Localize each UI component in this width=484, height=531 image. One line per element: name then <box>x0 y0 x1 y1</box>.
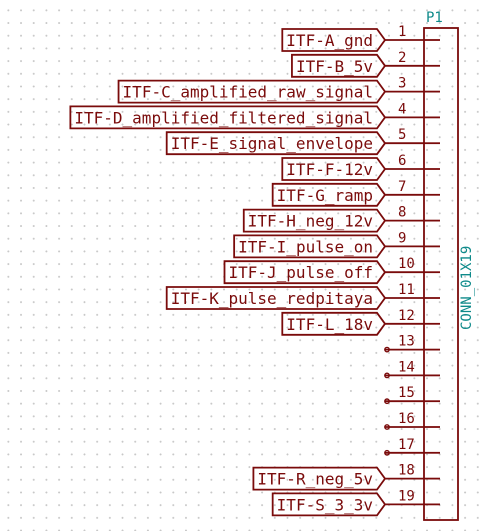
pin-11[interactable]: 11 ITF-K_pulse_redpitaya <box>165 282 440 310</box>
unconnected-pin-marker <box>384 424 390 430</box>
net-label[interactable]: ITF-S_3_3v <box>271 492 387 517</box>
net-label-text: ITF-C_amplified_raw_signal <box>123 83 373 102</box>
pin-number: 1 <box>398 24 406 40</box>
net-label-text: ITF-I_pulse_on <box>238 237 373 256</box>
pin-18[interactable]: 18 ITF-R_neg_5v <box>252 463 440 491</box>
pin-number: 14 <box>398 359 415 375</box>
net-label-outline <box>69 105 387 130</box>
connector-value[interactable]: CONN_01X19 <box>459 246 475 330</box>
net-label-text: ITF-B_5v <box>296 57 373 76</box>
net-label[interactable]: ITF-A_gnd <box>281 28 387 52</box>
net-label-text: ITF-D_amplified_filtered_signal <box>74 108 373 127</box>
pin-number: 6 <box>398 153 406 169</box>
pin-17[interactable]: 17 <box>384 437 440 456</box>
pin-13[interactable]: 13 <box>384 334 440 353</box>
net-label-text: ITF-F-12v <box>286 160 373 179</box>
net-label-text: ITF-S_3_3v <box>277 495 373 514</box>
pin-10[interactable]: 10 ITF-J_pulse_off <box>223 256 441 285</box>
net-label-outline <box>271 182 387 207</box>
pin-7[interactable]: 7 ITF-G_ramp <box>271 179 440 207</box>
unconnected-pin-marker <box>384 398 390 405</box>
net-label-outline <box>291 53 387 78</box>
pin-16[interactable]: 16 <box>384 411 440 430</box>
net-label[interactable]: ITF-J_pulse_off <box>223 260 387 285</box>
net-label[interactable]: ITF-L_18v <box>281 311 387 336</box>
pin-5[interactable]: 5 ITF-E_signal_envelope <box>165 127 440 156</box>
pin-number: 18 <box>398 463 415 479</box>
net-label-text: ITF-H_neg_12v <box>248 212 373 231</box>
net-label[interactable]: ITF-F-12v <box>281 157 387 181</box>
net-label-outline <box>223 260 387 285</box>
net-label-outline <box>165 131 387 156</box>
net-label-text: ITF-L_18v <box>286 315 373 334</box>
pin-3[interactable]: 3 ITF-C_amplified_raw_signal <box>117 76 440 104</box>
pin-1[interactable]: 1 ITF-A_gnd <box>281 24 440 52</box>
net-label[interactable]: ITF-B_5v <box>291 53 387 78</box>
net-label-outline <box>252 466 387 491</box>
connector-reference[interactable]: P1 <box>426 10 443 26</box>
pin-8[interactable]: 8 ITF-H_neg_12v <box>242 205 440 233</box>
net-label[interactable]: ITF-I_pulse_on <box>233 234 387 259</box>
pin-number: 2 <box>398 50 406 66</box>
net-label-outline <box>117 79 387 104</box>
pin-4[interactable]: 4 ITF-D_amplified_filtered_signal <box>69 101 440 130</box>
net-label[interactable]: ITF-H_neg_12v <box>242 208 387 233</box>
pin-number: 3 <box>398 76 406 92</box>
net-label[interactable]: ITF-K_pulse_redpitaya <box>165 286 387 310</box>
pin-number: 17 <box>398 437 415 453</box>
net-label[interactable]: ITF-D_amplified_filtered_signal <box>69 105 387 130</box>
net-label-outline <box>281 28 387 52</box>
net-label[interactable]: ITF-C_amplified_raw_signal <box>117 79 387 104</box>
unconnected-pin-marker <box>384 346 390 353</box>
pin-9[interactable]: 9 ITF-I_pulse_on <box>233 230 440 259</box>
net-label-outline <box>233 234 387 259</box>
net-label-outline <box>281 311 387 336</box>
net-label[interactable]: ITF-G_ramp <box>271 182 387 207</box>
pin-14[interactable]: 14 <box>384 359 440 379</box>
net-label[interactable]: ITF-R_neg_5v <box>252 466 387 491</box>
net-label-outline <box>242 208 387 233</box>
net-label-text: ITF-J_pulse_off <box>229 263 374 282</box>
pin-number: 12 <box>398 308 415 324</box>
pins-layer: 1 ITF-A_gnd 2 ITF-B_5v 3 ITF-C_amplified_raw_… <box>69 24 441 517</box>
pin-15[interactable]: 15 <box>384 385 440 405</box>
net-label-outline <box>281 157 387 181</box>
pin-12[interactable]: 12 ITF-L_18v <box>281 308 440 336</box>
net-label-text: ITF-E_signal_envelope <box>171 134 373 153</box>
net-label-text: ITF-A_gnd <box>286 31 373 50</box>
pin-number: 19 <box>398 488 415 504</box>
net-label-outline <box>271 492 387 517</box>
pin-number: 7 <box>398 179 406 195</box>
pin-6[interactable]: 6 ITF-F-12v <box>281 153 440 181</box>
pin-number: 9 <box>398 230 406 246</box>
pin-number: 8 <box>398 205 406 221</box>
unconnected-pin-marker <box>384 449 390 456</box>
pin-number: 5 <box>398 127 406 143</box>
pin-2[interactable]: 2 ITF-B_5v <box>291 50 440 78</box>
net-label-text: ITF-K_pulse_redpitaya <box>171 289 373 308</box>
pin-number: 10 <box>398 256 415 272</box>
pin-number: 4 <box>398 101 406 117</box>
net-label-outline <box>165 286 387 310</box>
pin-19[interactable]: 19 ITF-S_3_3v <box>271 488 440 517</box>
net-label[interactable]: ITF-E_signal_envelope <box>165 131 387 156</box>
pin-number: 11 <box>398 282 415 298</box>
net-label-text: ITF-G_ramp <box>277 186 373 205</box>
pin-number: 15 <box>398 385 415 401</box>
connector-body[interactable] <box>423 27 459 521</box>
unconnected-pin-marker <box>384 372 390 379</box>
pin-number: 13 <box>398 334 415 350</box>
pin-number: 16 <box>398 411 415 427</box>
net-label-text: ITF-R_neg_5v <box>257 470 373 489</box>
